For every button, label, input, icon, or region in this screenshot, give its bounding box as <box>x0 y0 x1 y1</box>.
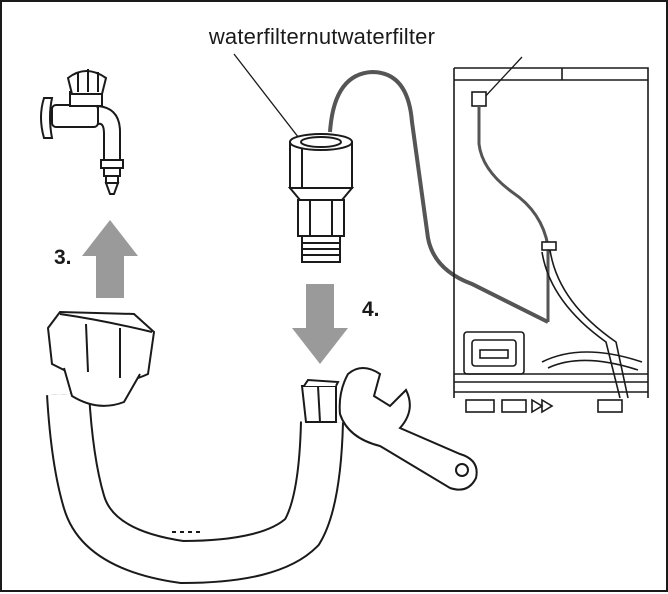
filter-caption: waterfilternutwaterfilter <box>208 24 436 49</box>
step-4-label: 4. <box>362 298 380 321</box>
caption-leader-lines <box>233 53 523 143</box>
inlet-hose-icon <box>46 310 344 585</box>
water-tap-icon <box>40 69 124 195</box>
leader-line-appliance <box>481 56 523 101</box>
step-3-label: 3. <box>54 246 72 269</box>
arrow-down-step4 <box>292 284 348 364</box>
arrow-up-step3 <box>82 220 138 298</box>
leader-line-filter <box>233 53 303 143</box>
dishwasher-icon <box>453 67 649 414</box>
filter-signal-cable <box>328 69 549 324</box>
water-filter-icon <box>287 133 355 263</box>
open-end-wrench-icon <box>338 367 478 491</box>
